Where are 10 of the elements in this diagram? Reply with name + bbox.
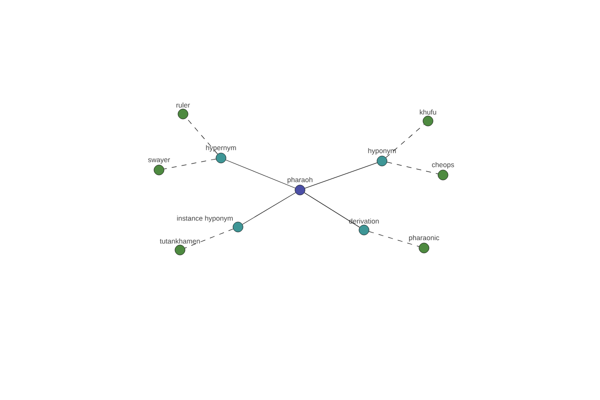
connector-line — [304, 192, 360, 228]
connector-line — [304, 162, 378, 189]
connector-line — [186, 118, 218, 154]
connector-line — [184, 228, 234, 248]
connector-line — [226, 160, 296, 188]
connector-line — [386, 124, 424, 158]
connector-line — [368, 231, 420, 247]
connector-line — [164, 158, 216, 170]
connector-line — [386, 162, 438, 174]
connector-line — [242, 192, 296, 225]
